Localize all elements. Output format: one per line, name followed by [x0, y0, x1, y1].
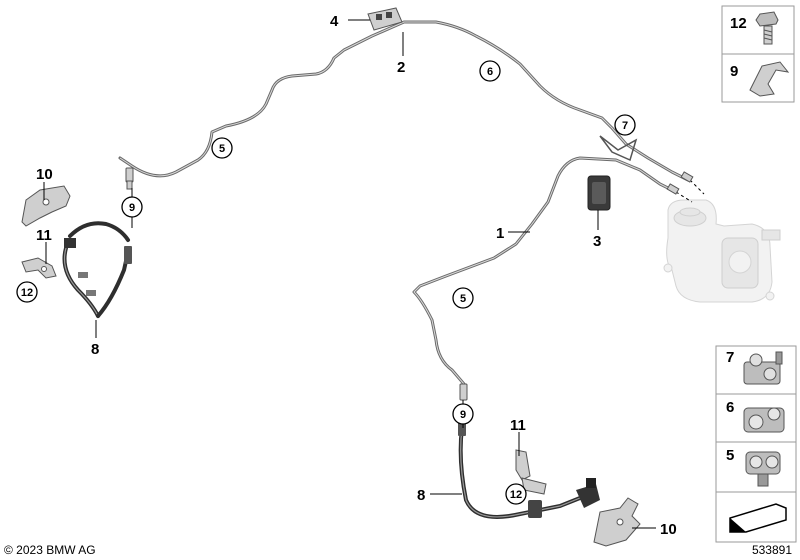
- bracket-11-bottom: [515, 449, 547, 495]
- circled-callout-12-bottom: 12: [505, 483, 527, 505]
- brake-pipe-1: [412, 156, 678, 401]
- callout-10-bottom: 10: [660, 521, 677, 538]
- legend-box-top: 12 9: [721, 5, 795, 103]
- callout-11-left: 11: [36, 227, 52, 244]
- legend-number-6: 6: [726, 399, 734, 416]
- pipe-clip-7-icon: [743, 351, 783, 385]
- pipe-holder-4: [367, 7, 403, 31]
- callout-3: 3: [593, 233, 601, 250]
- legend-number-7: 7: [726, 349, 734, 366]
- spring-clip-icon: [749, 61, 790, 97]
- pipe-clip-5-icon: [745, 451, 781, 487]
- circled-callout-9-left: 9: [121, 196, 143, 218]
- leader-lines: [43, 19, 656, 529]
- hydraulic-unit-ghost: [663, 199, 781, 303]
- callout-11-bottom: 11: [510, 417, 526, 434]
- svg-text:9: 9: [129, 202, 135, 214]
- svg-text:12: 12: [510, 489, 522, 501]
- callout-8-left: 8: [91, 341, 99, 358]
- callout-2: 2: [397, 59, 405, 76]
- callout-4: 4: [330, 13, 339, 30]
- legend-number-12: 12: [730, 15, 747, 32]
- brake-pipe-2: [118, 20, 690, 190]
- svg-text:5: 5: [460, 293, 466, 305]
- bracket-10-bottom: [593, 497, 641, 547]
- brake-hose-8-left: [62, 221, 132, 318]
- circled-callout-9-bottom: 9: [452, 403, 474, 425]
- circled-callout-5-upper: 5: [211, 137, 233, 159]
- svg-text:12: 12: [21, 287, 33, 299]
- circled-callout-5-lower: 5: [452, 287, 474, 309]
- callout-8-bottom: 8: [417, 487, 425, 504]
- arrow-icon: [729, 503, 787, 533]
- callout-1: 1: [496, 225, 504, 242]
- callout-10-left: 10: [36, 166, 53, 183]
- pipe-holder-7: [599, 135, 638, 162]
- copyright-text: © 2023 BMW AG: [4, 543, 96, 557]
- damping-pad-3: [587, 175, 611, 211]
- circled-callout-7: 7: [614, 114, 636, 136]
- circled-callout-12-left: 12: [16, 281, 38, 303]
- bracket-10-left: [21, 185, 71, 227]
- diagram-number: 533891: [751, 543, 792, 557]
- legend-number-9: 9: [730, 63, 738, 80]
- legend-box-bottom: 7 6 5: [715, 345, 797, 543]
- pipe-connection-dashes: [666, 171, 705, 203]
- svg-text:5: 5: [219, 143, 225, 155]
- circled-callout-6: 6: [479, 60, 501, 82]
- legend-number-5: 5: [726, 447, 734, 464]
- svg-text:7: 7: [622, 120, 628, 132]
- svg-text:6: 6: [487, 66, 493, 78]
- bracket-11-left: [21, 257, 57, 279]
- bolt-icon: [755, 11, 779, 45]
- brake-hose-8-bottom: [458, 420, 600, 519]
- pipe-clip-6-icon: [743, 407, 785, 433]
- svg-text:9: 9: [460, 409, 466, 421]
